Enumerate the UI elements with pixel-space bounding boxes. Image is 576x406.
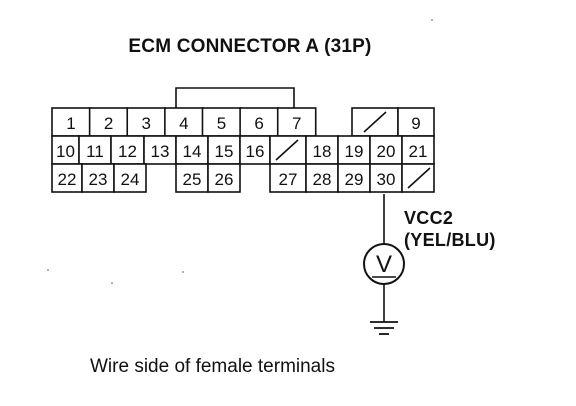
terminal-cell [305,163,339,193]
terminal-number: 24 [121,170,140,189]
terminal-number: 3 [142,114,151,133]
terminal-number: 29 [345,170,364,189]
terminal-number: 21 [409,142,428,161]
terminal-cell [369,135,403,165]
terminal-number: 25 [183,170,202,189]
terminal-number: 2 [104,114,113,133]
terminal-number: 15 [215,142,234,161]
terminal-number: 13 [151,142,170,161]
terminal-number: 20 [377,142,396,161]
terminal-cell [401,135,435,165]
blank-terminal-slash [275,139,299,161]
scan-speck [182,271,184,273]
terminal-cell [305,135,339,165]
scan-speck [431,19,433,21]
terminal-number: 16 [246,142,265,161]
terminal-cell [113,163,147,193]
terminal-number: 10 [56,142,75,161]
terminal-number: 7 [292,114,301,133]
terminal-cell [175,163,209,193]
terminal-number: 28 [313,170,332,189]
connector-lock-tab [175,87,295,108]
terminal-cell [207,163,241,193]
terminal-number: 30 [377,170,396,189]
wire-color-label: (YEL/BLU) [404,230,496,250]
terminal-cell [276,107,317,137]
terminal-number: 26 [215,170,234,189]
terminal-number: 6 [254,114,263,133]
signal-label: VCC2 [404,208,454,228]
terminal-cell [269,163,307,193]
diagram-caption: Wire side of female terminals [90,356,335,377]
terminal-cell [337,135,371,165]
terminal-number: 4 [179,114,188,133]
terminal-number: 12 [118,142,137,161]
scan-speck [111,282,113,284]
terminal-number: 5 [217,114,226,133]
terminal-cell [207,135,241,165]
connector-title: ECM CONNECTOR A (31P) [128,36,372,57]
terminal-number: 11 [86,142,104,161]
terminal-number: 14 [183,142,202,161]
blank-terminal-slash [407,167,431,189]
blank-terminal-slash [363,111,387,133]
terminal-number: 27 [279,170,298,189]
voltmeter-letter: V [376,251,392,278]
ground-icon [370,321,398,335]
terminal-number: 22 [58,170,77,189]
terminal-number: 19 [345,142,364,161]
scan-speck [47,269,49,271]
terminal-number: 23 [89,170,108,189]
terminal-number: 18 [313,142,332,161]
terminal-cell [397,107,435,137]
terminal-cell-blank [401,163,435,193]
terminal-cell [110,135,145,165]
terminal-number: 9 [411,114,420,133]
terminal-cell [81,163,115,193]
terminal-cell [239,107,279,137]
terminal-number: 1 [66,114,75,133]
